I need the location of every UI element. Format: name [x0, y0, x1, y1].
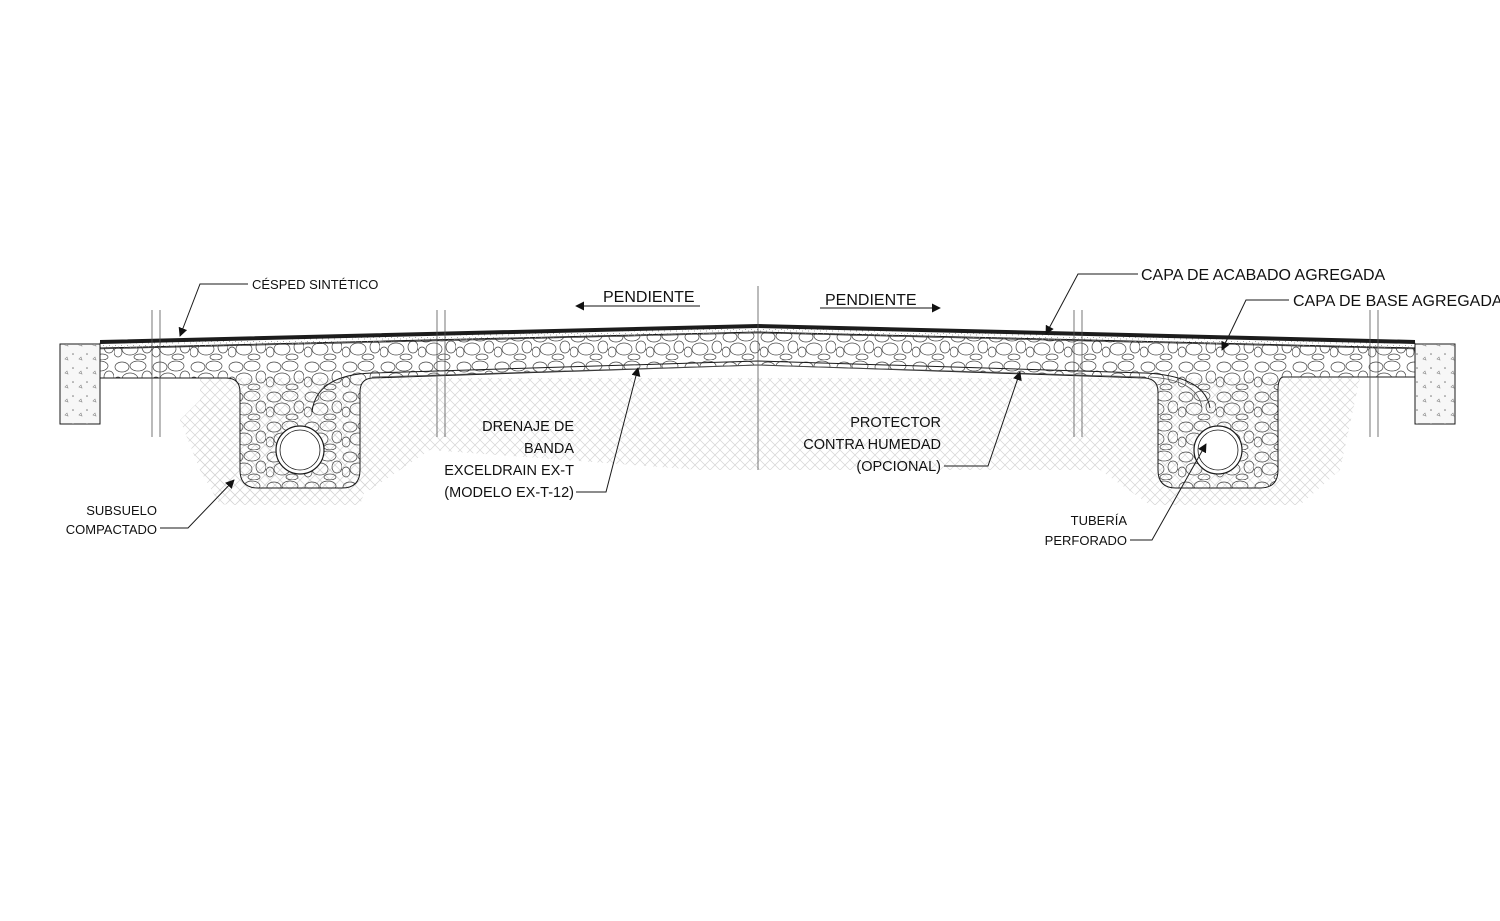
moisture-barrier-label-line: PROTECTOR — [850, 415, 941, 431]
pipe-label: TUBERÍA PERFORADO — [1045, 513, 1128, 548]
break-lines — [151, 286, 1379, 470]
subgrade-label-line: COMPACTADO — [66, 522, 157, 537]
pipe-label-line: PERFORADO — [1045, 533, 1127, 548]
base-layer-label: CAPA DE BASE AGREGADA — [1293, 293, 1500, 310]
synthetic-turf — [100, 324, 1415, 344]
strip-drain-label-line: DRENAJE DE — [482, 419, 574, 435]
moisture-barrier-label-line: CONTRA HUMEDAD — [803, 437, 941, 453]
leader-lines — [160, 273, 1289, 541]
strip-drain-label: DRENAJE DE BANDA EXCELDRAIN EX-T (MODELO… — [444, 419, 574, 501]
strip-drain-label-line: (MODELO EX-T-12) — [444, 485, 574, 501]
right-curb — [1414, 343, 1456, 425]
slope-label-left: PENDIENTE — [603, 289, 695, 306]
moisture-barrier-label: PROTECTOR CONTRA HUMEDAD (OPCIONAL) — [803, 415, 941, 475]
perforated-pipe-right — [1193, 425, 1243, 475]
perforated-pipe-left — [275, 425, 325, 475]
pipe-label-line: TUBERÍA — [1071, 513, 1128, 528]
strip-drain-label-line: EXCELDRAIN EX-T — [444, 463, 574, 479]
subgrade-label: SUBSUELO COMPACTADO — [66, 503, 157, 537]
finish-layer-label: CAPA DE ACABADO AGREGADA — [1141, 267, 1386, 284]
moisture-barrier-label-line: (OPCIONAL) — [856, 459, 941, 475]
left-curb — [59, 343, 101, 425]
strip-drain-label-line: BANDA — [524, 441, 574, 457]
turf-label: CÉSPED SINTÉTICO — [252, 277, 378, 292]
slope-label-right: PENDIENTE — [825, 292, 917, 309]
subgrade-label-line: SUBSUELO — [86, 503, 157, 518]
